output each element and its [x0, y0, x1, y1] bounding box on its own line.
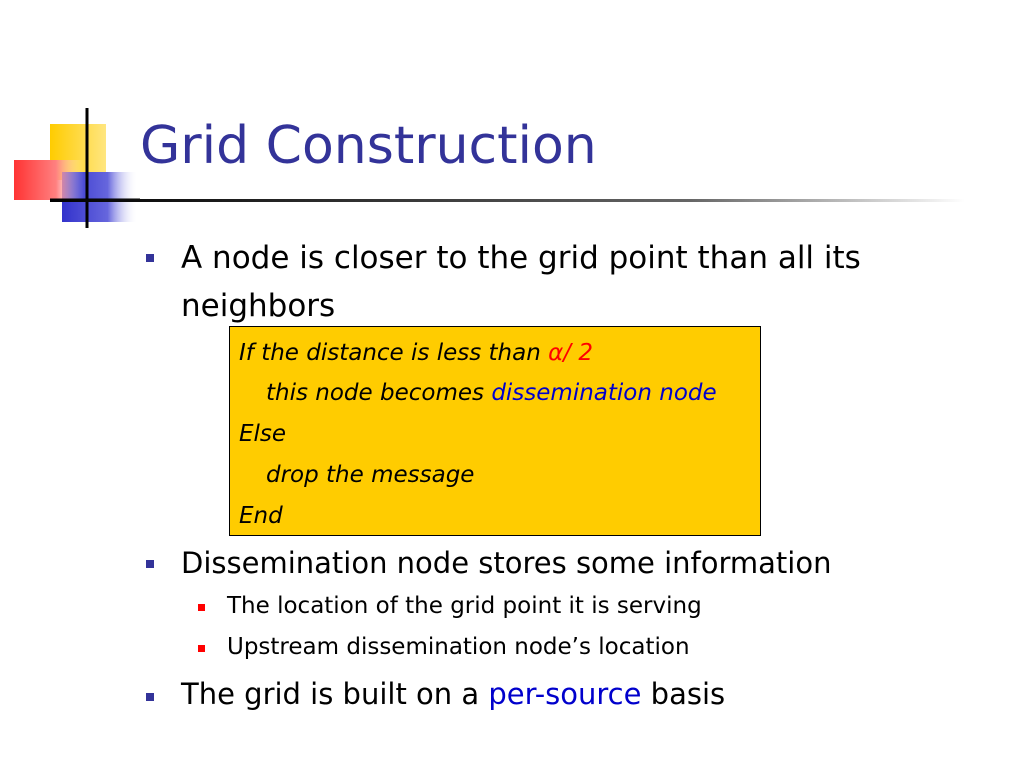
- bullet-3-text-before: The grid is built on a: [181, 677, 489, 711]
- bullet-marker: [146, 560, 154, 568]
- pseudocode-action: this node becomes: [266, 380, 492, 406]
- bullet-marker: [146, 254, 154, 262]
- pseudocode-line-3: Else: [239, 421, 287, 447]
- title-decoration: [14, 108, 140, 228]
- deco-red-square: [14, 160, 84, 200]
- title-underline: [50, 199, 965, 202]
- sub-bullet-marker: [198, 604, 205, 611]
- per-source-term: per-source: [488, 677, 642, 711]
- sub-bullet-1-text: The location of the grid point it is ser…: [227, 593, 702, 619]
- pseudocode-line-4: drop the message: [266, 462, 475, 488]
- bullet-1-text-line1: A node is closer to the grid point than …: [181, 240, 861, 276]
- slide-title: Grid Construction: [140, 116, 597, 176]
- bullet-1-text-line2: neighbors: [181, 288, 336, 324]
- alpha-expression: α/ 2: [548, 340, 593, 366]
- sub-bullet-2-text: Upstream dissemination node’s location: [227, 634, 690, 660]
- pseudocode-line-1: If the distance is less than α/ 2: [239, 338, 593, 368]
- bullet-3-text-after: basis: [641, 677, 726, 711]
- pseudocode-line-2: this node becomes dissemination node: [266, 378, 717, 408]
- dissemination-node-term: dissemination node: [491, 380, 717, 406]
- bullet-marker: [146, 693, 154, 701]
- bullet-2-text: Dissemination node stores some informati…: [181, 546, 832, 580]
- bullet-3-text: The grid is built on a per-source basis: [181, 673, 725, 715]
- sub-bullet-marker: [198, 645, 205, 652]
- pseudocode-condition: If the distance is less than: [239, 340, 549, 366]
- pseudocode-box: If the distance is less than α/ 2 this n…: [229, 326, 761, 536]
- pseudocode-line-5: End: [239, 503, 283, 529]
